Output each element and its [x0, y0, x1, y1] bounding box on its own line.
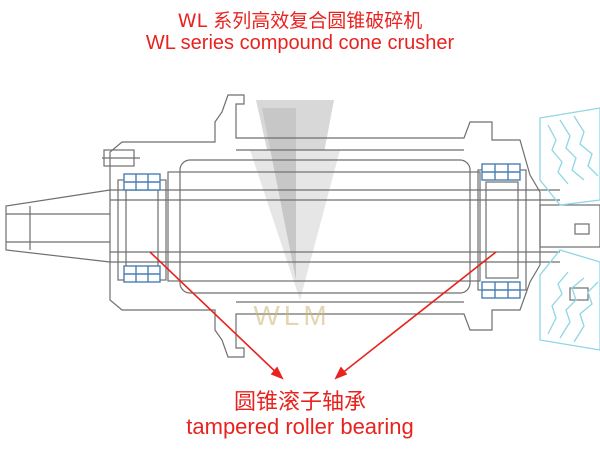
left-shaft-end — [5, 189, 111, 263]
diagram-title-english: WL series compound cone crusher — [145, 32, 455, 54]
watermark-v-logo — [250, 100, 340, 300]
housing-outline — [109, 94, 541, 358]
bearing-label-english: tampered roller bearing — [186, 414, 414, 439]
right-bearing-housing — [477, 169, 527, 291]
diagram-title-chinese: WL 系列高效复合圆锥破碎机 — [177, 10, 423, 32]
main-shaft — [110, 189, 600, 263]
left-bearing-housing — [102, 149, 167, 281]
bearing-leader-lines — [149, 251, 497, 380]
bevel-pinion-gear — [539, 107, 600, 351]
bearing-label-chinese: 圆锥滚子轴承 — [233, 390, 366, 415]
left-tapered-roller-bearing — [123, 173, 161, 283]
watermark-text: WLM — [253, 300, 331, 331]
right-tapered-roller-bearing — [481, 163, 521, 299]
